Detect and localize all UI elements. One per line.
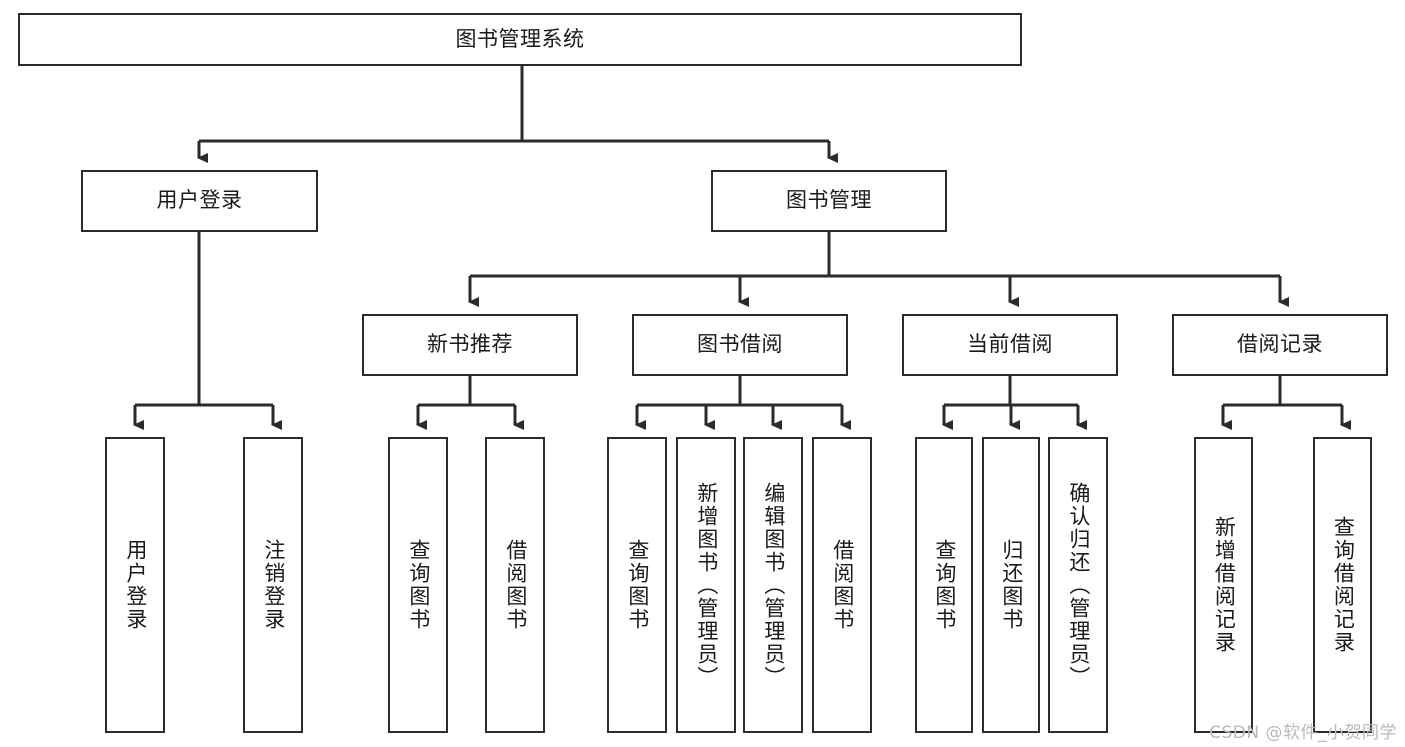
node-leaf-add-book-label: 新增图书（管理员） [694,481,719,689]
node-borrow-record-label: 借阅记录 [1237,332,1323,357]
node-root-label: 图书管理系统 [455,26,585,51]
node-leaf-query-book-3-label: 查询图书 [932,539,957,631]
node-book-borrow-label: 图书借阅 [697,332,783,357]
node-leaf-query-record-label: 查询借阅记录 [1331,516,1356,654]
node-leaf-query-book-1-label: 查询图书 [406,539,431,631]
node-leaf-user-login-label: 用户登录 [123,539,148,631]
node-leaf-query-book-1[interactable]: 查询图书 [388,437,448,733]
node-leaf-borrow-book-2[interactable]: 借阅图书 [812,437,872,733]
node-leaf-logout[interactable]: 注销登录 [243,437,303,733]
node-leaf-confirm-return[interactable]: 确认归还（管理员） [1048,437,1108,733]
node-current-borrow[interactable]: 当前借阅 [902,314,1118,376]
node-new-book-recommend[interactable]: 新书推荐 [362,314,578,376]
node-new-book-recommend-label: 新书推荐 [427,332,513,357]
node-leaf-edit-book-label: 编辑图书（管理员） [761,481,786,689]
node-leaf-add-book[interactable]: 新增图书（管理员） [676,437,736,733]
node-book-borrow[interactable]: 图书借阅 [632,314,848,376]
node-leaf-query-book-3[interactable]: 查询图书 [915,437,973,733]
node-leaf-return-book[interactable]: 归还图书 [982,437,1040,733]
node-leaf-add-record-label: 新增借阅记录 [1212,516,1237,654]
node-user-login-label: 用户登录 [156,188,243,213]
node-leaf-query-record[interactable]: 查询借阅记录 [1313,437,1372,733]
node-leaf-borrow-book-1-label: 借阅图书 [503,539,528,631]
node-user-login[interactable]: 用户登录 [81,170,318,232]
node-leaf-edit-book[interactable]: 编辑图书（管理员） [743,437,803,733]
csdn-watermark: CSDN @软件_小贺同学 [1209,723,1397,743]
node-leaf-logout-label: 注销登录 [261,539,286,631]
node-root[interactable]: 图书管理系统 [18,13,1022,66]
node-leaf-user-login[interactable]: 用户登录 [105,437,165,733]
node-leaf-borrow-book-1[interactable]: 借阅图书 [485,437,545,733]
node-book-manage-label: 图书管理 [786,188,872,213]
node-leaf-query-book-2[interactable]: 查询图书 [607,437,667,733]
node-current-borrow-label: 当前借阅 [967,332,1053,357]
node-book-manage[interactable]: 图书管理 [711,170,947,232]
node-leaf-add-record[interactable]: 新增借阅记录 [1194,437,1253,733]
node-leaf-borrow-book-2-label: 借阅图书 [830,539,855,631]
node-leaf-confirm-return-label: 确认归还（管理员） [1066,481,1091,689]
node-borrow-record[interactable]: 借阅记录 [1172,314,1388,376]
node-leaf-query-book-2-label: 查询图书 [625,539,650,631]
node-leaf-return-book-label: 归还图书 [999,539,1024,631]
